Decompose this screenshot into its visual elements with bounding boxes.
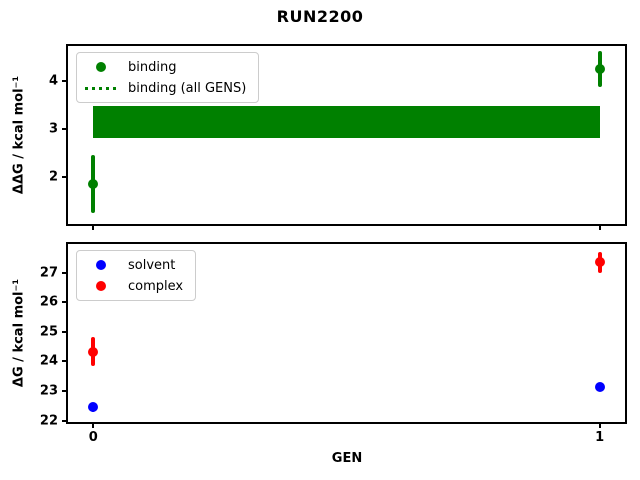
y-tick-label: 27 <box>39 265 58 281</box>
top-axes-binding-panel: binding binding (all GENS) <box>66 44 627 226</box>
legend-glyph <box>83 260 119 270</box>
y-tick-label: 4 <box>48 73 58 89</box>
figure-title: RUN2200 <box>276 7 364 26</box>
y-tick-label: 3 <box>48 121 58 137</box>
binding-marker-icon <box>96 62 106 72</box>
x-axis-label: GEN <box>331 451 363 466</box>
y-tick-label: 2 <box>48 169 58 185</box>
bottom-axes-dg-panel: solvent complex <box>66 242 627 424</box>
legend-label: complex <box>128 278 184 294</box>
uncertainty-band <box>93 106 600 138</box>
legend-glyph <box>83 62 119 72</box>
x-tick <box>92 424 95 428</box>
legend-entry: solvent <box>83 256 183 274</box>
y-tick <box>62 360 66 363</box>
legend-glyph <box>83 86 119 90</box>
x-tick <box>598 424 601 428</box>
legend-label: solvent <box>128 257 176 273</box>
y-tick <box>62 419 66 422</box>
y-tick-label: 24 <box>39 353 58 369</box>
y-tick <box>62 330 66 333</box>
legend-entry: complex <box>83 277 183 295</box>
complex-point <box>88 346 99 357</box>
bottom-y-axis-label: ΔG / kcal mol⁻¹ <box>11 278 27 388</box>
binding-point <box>88 179 99 190</box>
y-tick <box>62 301 66 304</box>
y-tick-label: 22 <box>39 413 58 429</box>
y-tick-label: 25 <box>39 324 58 340</box>
x-tick-label: 0 <box>88 430 98 445</box>
y-tick-label: 23 <box>39 383 58 399</box>
y-tick <box>62 389 66 392</box>
x-tick <box>92 226 95 230</box>
complex-marker-icon <box>96 281 106 291</box>
y-tick <box>62 271 66 274</box>
legend: binding binding (all GENS) <box>76 52 260 103</box>
x-tick <box>598 226 601 230</box>
legend-label: binding <box>128 59 177 75</box>
y-tick <box>62 175 66 178</box>
solvent-marker-icon <box>96 260 106 270</box>
binding-point <box>594 64 605 75</box>
solvent-point <box>88 402 99 413</box>
x-tick-label: 1 <box>595 430 605 445</box>
solvent-point <box>594 381 605 392</box>
legend-entry: binding <box>83 58 246 76</box>
dotted-line-icon <box>84 86 118 90</box>
legend-glyph <box>83 281 119 291</box>
legend-label: binding (all GENS) <box>128 80 247 96</box>
complex-point <box>594 257 605 268</box>
y-tick <box>62 128 66 130</box>
legend-entry: binding (all GENS) <box>83 79 246 97</box>
legend: solvent complex <box>76 250 197 301</box>
top-y-axis-label: ΔΔG / kcal mol⁻¹ <box>11 75 27 195</box>
y-tick-label: 26 <box>39 294 58 310</box>
y-tick <box>62 80 66 83</box>
